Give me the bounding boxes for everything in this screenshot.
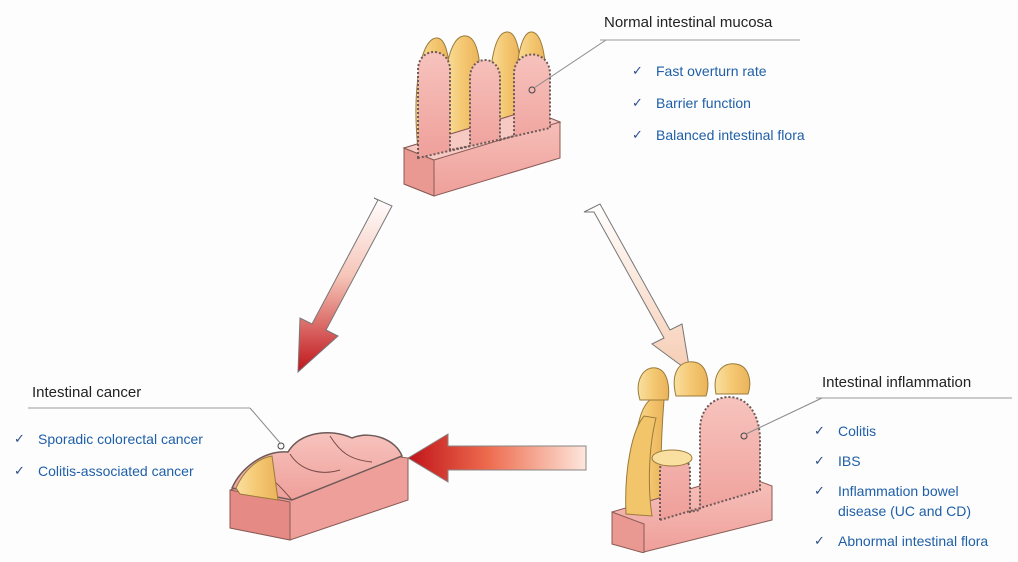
normal-mucosa-title: Normal intestinal mucosa xyxy=(604,14,772,31)
arrow-normal-to-inflammation xyxy=(584,204,690,372)
list-item: ✓Colitis-associated cancer xyxy=(12,462,203,480)
check-icon: ✓ xyxy=(14,430,25,448)
list-item: ✓Abnormal intestinal flora xyxy=(812,532,988,550)
check-icon: ✓ xyxy=(814,532,825,550)
list-item: ✓IBS xyxy=(812,452,988,470)
list-item: ✓Sporadic colorectal cancer xyxy=(12,430,203,448)
list-item: ✓Barrier function xyxy=(630,94,805,112)
arrow-inflammation-to-cancer xyxy=(408,434,586,482)
check-icon: ✓ xyxy=(814,422,825,440)
check-icon: ✓ xyxy=(14,462,25,480)
list-item: ✓Colitis xyxy=(812,422,988,440)
list-item: ✓Fast overturn rate xyxy=(630,62,805,80)
arrow-normal-to-cancer xyxy=(298,198,392,372)
inflammation-leader-line xyxy=(746,398,822,434)
cancer-leader-line xyxy=(250,408,281,444)
check-icon: ✓ xyxy=(632,126,643,144)
inflammation-mucosa-illustration xyxy=(612,362,772,553)
check-icon: ✓ xyxy=(632,94,643,112)
inflammation-types-list: ✓Colitis ✓IBS ✓Inflammation bowel diseas… xyxy=(812,422,988,562)
intestinal-inflammation-title: Intestinal inflammation xyxy=(822,374,971,391)
check-icon: ✓ xyxy=(814,482,825,500)
list-item: ✓Inflammation bowel xyxy=(812,482,988,500)
intestinal-cancer-title: Intestinal cancer xyxy=(32,384,141,401)
check-icon: ✓ xyxy=(814,452,825,470)
check-icon: ✓ xyxy=(632,62,643,80)
list-item-continuation: disease (UC and CD) xyxy=(812,502,988,520)
normal-mucosa-illustration xyxy=(404,32,560,196)
cancer-mucosa-illustration xyxy=(230,433,408,540)
normal-features-list: ✓Fast overturn rate ✓Barrier function ✓B… xyxy=(630,62,805,158)
cancer-types-list: ✓Sporadic colorectal cancer ✓Colitis-ass… xyxy=(12,430,203,494)
list-item: ✓Balanced intestinal flora xyxy=(630,126,805,144)
